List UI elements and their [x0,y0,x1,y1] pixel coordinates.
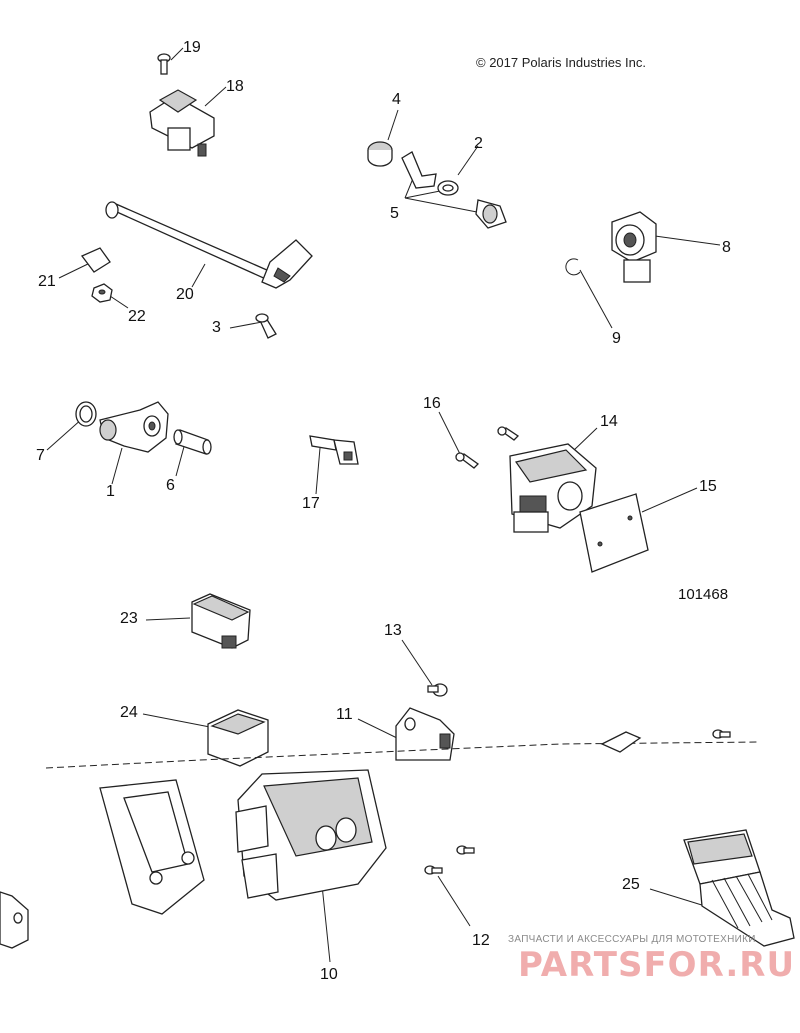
callout-13: 13 [384,622,402,639]
part-14-module [509,443,597,533]
part-11-bracket [395,707,455,761]
callout-11: 11 [336,706,353,723]
callout-5: 5 [390,205,399,222]
callout-19: 19 [183,39,201,56]
callout-12: 12 [472,932,490,949]
callout-2: 2 [474,135,483,152]
part-2-washer [437,180,459,196]
part-23-relay [191,593,251,649]
callout-3: 3 [212,319,221,336]
callout-6: 6 [166,477,175,494]
part-5-sensor [475,199,507,229]
callout-24: 24 [120,704,138,721]
part-bolt-right [712,729,731,739]
part-3-bolt [255,313,277,339]
part-9-clip [565,258,581,276]
part-22-nut [91,283,113,303]
part-16-bolts [455,426,520,469]
callout-21: 21 [38,273,56,290]
part-6-sleeve [173,429,212,455]
callout-8: 8 [722,239,731,256]
callout-18: 18 [226,78,244,95]
callout-10: 10 [320,966,338,983]
watermark-brand: PARTSFOR.RU [518,945,796,985]
callout-20: 20 [176,286,194,303]
callout-1: 1 [106,483,115,500]
part-7-o-ring [75,401,97,427]
part-20-sensor-shaft [105,201,313,289]
part-18-map-sensor [149,89,215,157]
callout-4: 4 [392,91,401,108]
callout-23: 23 [120,610,138,627]
part-4-plug [367,141,393,167]
part-24-fuse-block [207,709,269,767]
part-21-clip [80,247,111,273]
part-15-gasket [579,493,649,573]
part-edge-left [0,891,29,949]
part-13-bolt [427,683,448,697]
part-1-cam-sensor [99,401,169,453]
callout-14: 14 [600,413,618,430]
callout-25: 25 [622,876,640,893]
part-17-temp-sensor [309,435,359,465]
reference-number: 101468 [678,586,729,603]
callout-17: 17 [302,495,320,512]
watermark-caption: ЗАПЧАСТИ И АКСЕССУАРЫ ДЛЯ МОТОТЕХНИКИ [508,934,756,945]
part-25-connector [683,829,795,947]
copyright-text: © 2017 Polaris Industries Inc. [476,55,646,70]
harness-line [45,731,761,769]
callout-22: 22 [128,308,146,325]
part-19-bolt [157,53,171,75]
part-5-bracket [401,151,437,189]
callout-7: 7 [36,447,45,464]
part-12-bolts [424,845,475,875]
leader-lines [46,47,721,963]
part-10-ecu [235,769,387,901]
callout-16: 16 [423,395,441,412]
callout-9: 9 [612,330,621,347]
part-8-knock-sensor [611,211,657,283]
part-11-plate [99,779,205,915]
callout-15: 15 [699,478,717,495]
